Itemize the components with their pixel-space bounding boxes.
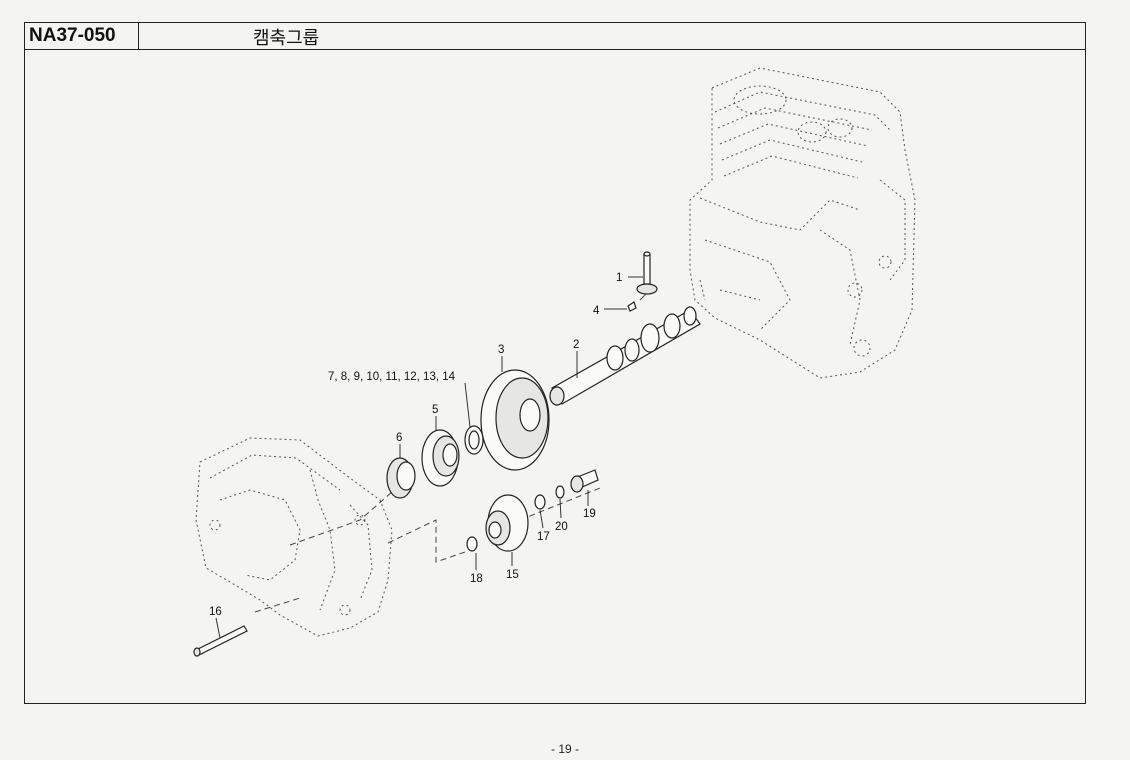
callout-15: 15 [506, 569, 519, 581]
part-17-washer [534, 494, 546, 510]
leader-lines [215, 276, 643, 639]
callout-3: 3 [498, 344, 504, 356]
part-3-cam-gear [480, 369, 550, 471]
callout-17: 17 [537, 531, 550, 543]
group-title: 캠축그룹 [253, 28, 320, 49]
part-16-bolt [193, 625, 248, 657]
callout-19: 19 [583, 508, 596, 520]
callout-20: 20 [555, 521, 568, 533]
callout-5: 5 [432, 404, 438, 416]
page-frame: NA37-050 캠축그룹 [24, 22, 1086, 704]
callout-7-14: 7, 8, 9, 10, 11, 12, 13, 14 [328, 371, 456, 383]
callout-2: 2 [573, 339, 579, 351]
exploded-parts-diagram: 1 4 2 3 7, 8, 9, 10, 11, 12, 13, 14 5 6 … [193, 67, 916, 657]
header-row: NA37-050 캠축그룹 [25, 23, 1085, 50]
part-20-snap-ring [555, 485, 565, 499]
part-15-idle-gear [485, 494, 529, 552]
callout-1: 1 [616, 272, 622, 284]
header-divider [138, 23, 139, 49]
callout-labels: 1 4 2 3 7, 8, 9, 10, 11, 12, 13, 14 5 6 … [209, 272, 622, 618]
part-7-14-shim [464, 425, 484, 455]
part-2-camshaft [549, 306, 701, 406]
callout-16: 16 [209, 606, 222, 618]
part-1-plunger [636, 251, 658, 295]
part-6-oil-seal [386, 457, 416, 499]
part-18-washer [466, 536, 478, 552]
part-5-bearing [421, 429, 460, 487]
part-4-key [627, 301, 637, 312]
callout-6: 6 [396, 432, 402, 444]
part-19-idle-shaft [570, 469, 599, 493]
engine-block-illustration [689, 67, 916, 379]
callout-18: 18 [470, 573, 483, 585]
page-number: - 19 - [550, 742, 579, 756]
gear-case-cover-illustration [195, 437, 393, 637]
part-code: NA37-050 [29, 25, 116, 46]
callout-4: 4 [593, 305, 600, 317]
